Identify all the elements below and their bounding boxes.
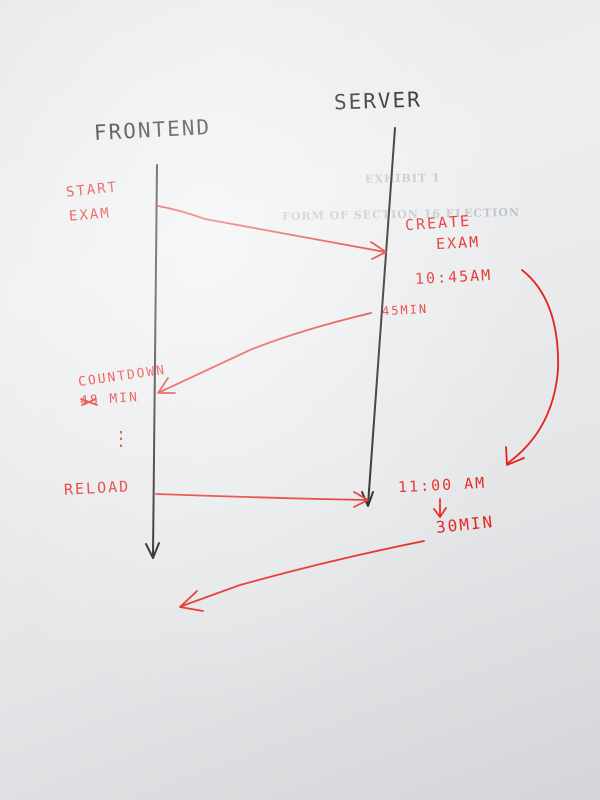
reload-arrow (155, 491, 369, 508)
server-duration-label: 45MIN (381, 301, 429, 319)
reload-time-label: 11:00 AM (397, 473, 487, 497)
countdown-label-line2: 48 MIN (79, 389, 140, 410)
countdown-arrow (157, 312, 372, 394)
create-exam-label-line2: EXAM (435, 232, 481, 254)
frontend-lifeline (145, 164, 160, 559)
reload-label: RELOAD (63, 477, 131, 499)
start-exam-label-line2: EXAM (68, 205, 112, 225)
start-exam-arrow (157, 205, 387, 260)
remaining-time-arrow (179, 540, 425, 612)
down-arrow (433, 498, 447, 518)
time-elapsed-arrow (505, 269, 559, 466)
create-time-label: 10:45AM (414, 265, 493, 289)
server-lane-label: SERVER (333, 87, 423, 115)
ellipsis-marker: ⋮ (111, 426, 131, 450)
create-exam-label-line1: CREATE (404, 211, 472, 235)
